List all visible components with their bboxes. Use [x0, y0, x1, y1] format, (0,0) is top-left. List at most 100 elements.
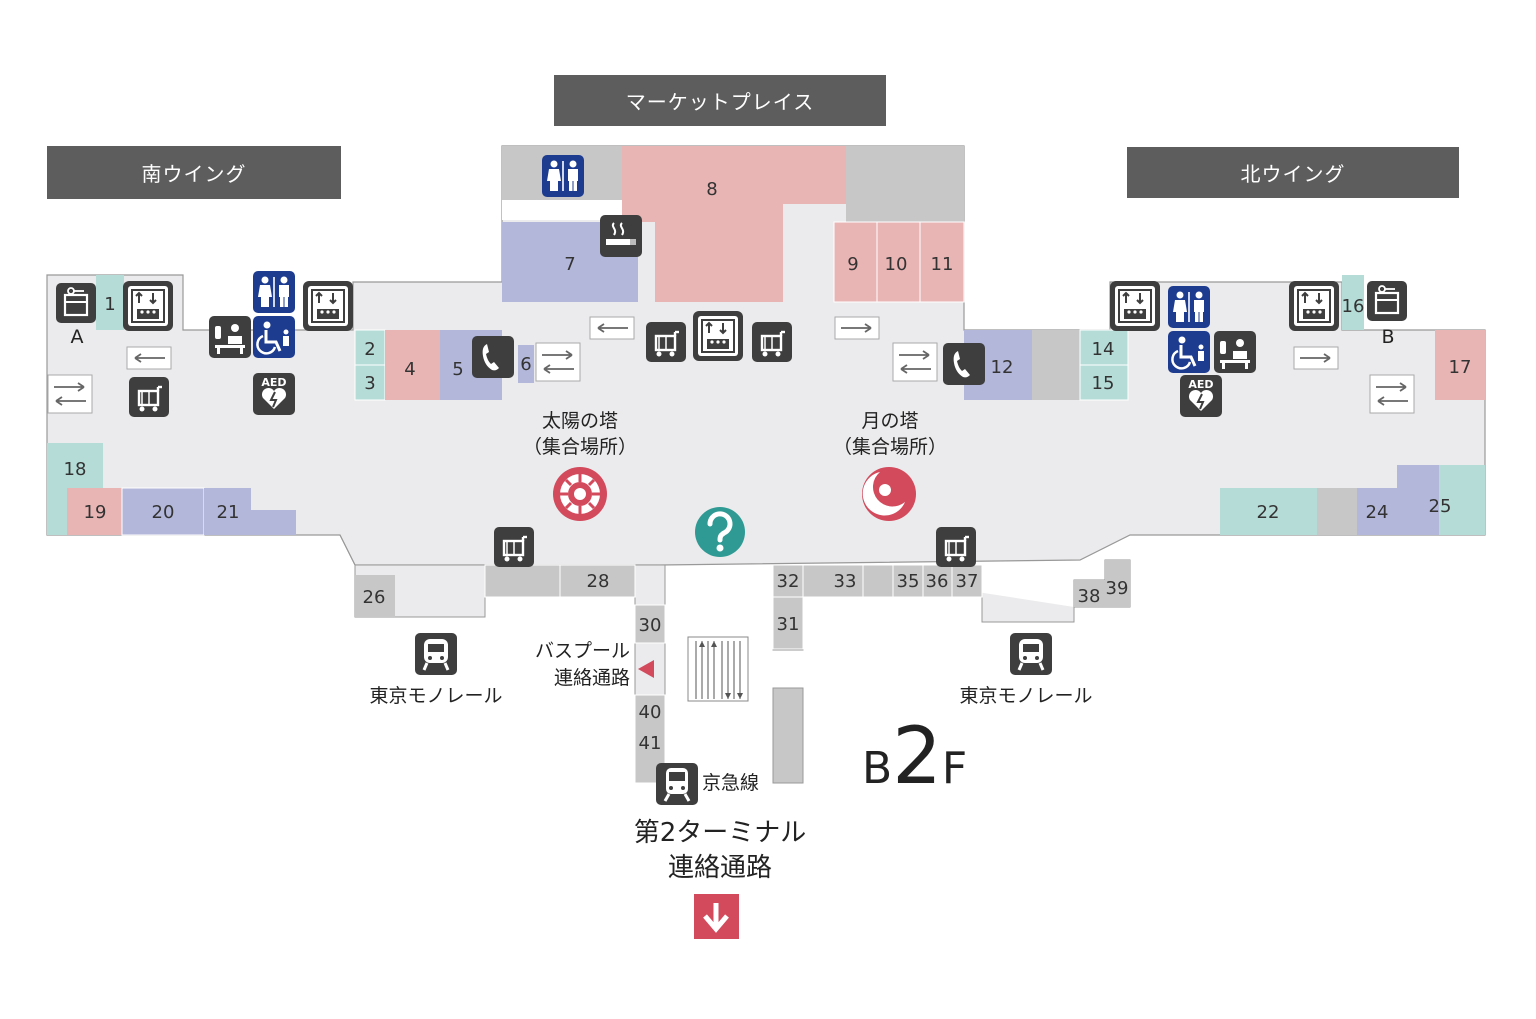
- monorail-left-label: 東京モノレール: [369, 685, 503, 707]
- walkway-arrows: [892, 342, 938, 382]
- marketplace-header: マーケットプレイス: [554, 75, 886, 126]
- locker-icon: [1365, 279, 1409, 323]
- shop-6: 6: [520, 354, 531, 375]
- info-icon: [695, 507, 745, 557]
- shop-10: 10: [885, 254, 908, 275]
- walkway-arrow-right: [834, 316, 880, 340]
- bus-pool-passage-label: 連絡通路: [553, 667, 630, 689]
- moon-tower-sublabel: （集合場所）: [832, 436, 947, 458]
- locker-icon: [54, 281, 98, 325]
- shop-33: 33: [834, 571, 857, 592]
- monorail-right-label: 東京モノレール: [959, 685, 1093, 707]
- shop-20: 20: [152, 502, 175, 523]
- south-wing-header: 南ウイング: [47, 146, 341, 199]
- moon-icon: [862, 467, 916, 521]
- right-passage-lower: [772, 687, 804, 784]
- shop-31: 31: [777, 614, 800, 635]
- down-arrow-icon[interactable]: [694, 894, 739, 939]
- north-wing-header: 北ウイング: [1127, 147, 1459, 198]
- sun-tower-label: 太陽の塔: [541, 410, 618, 432]
- walkway-arrow-right: [1293, 346, 1339, 370]
- shop-36: 36: [926, 571, 949, 592]
- baby-care-icon: [209, 316, 251, 358]
- shop-24: 24: [1366, 502, 1389, 523]
- shop-4: 4: [404, 359, 415, 380]
- shop-14: 14: [1092, 339, 1115, 360]
- shop-28: 28: [587, 571, 610, 592]
- cart-icon: [127, 375, 171, 419]
- elevator-icon: [692, 310, 744, 362]
- shop-32: 32: [777, 571, 800, 592]
- monorail-icon: [413, 631, 459, 677]
- sun-tower-sublabel: （集合場所）: [522, 436, 637, 458]
- bus-pool-label: バスプール: [534, 640, 630, 662]
- cart-icon: [934, 525, 978, 569]
- shop-30: 30: [639, 615, 662, 636]
- shop-26: 26: [363, 587, 386, 608]
- moon-tower-label: 月の塔: [861, 410, 919, 432]
- restroom-icon: [541, 154, 585, 198]
- cart-icon: [750, 320, 794, 364]
- phone-icon: [472, 336, 514, 378]
- shop-22: 22: [1257, 502, 1280, 523]
- shop-8: 8: [706, 179, 717, 200]
- shop-9: 9: [847, 254, 858, 275]
- floor-suffix: F: [941, 743, 968, 794]
- shop-7: 7: [564, 254, 575, 275]
- escalator: [687, 636, 749, 702]
- train-icon: [654, 761, 700, 807]
- terminal2-label: 第2ターミナル: [633, 818, 807, 848]
- elevator-icon: [1109, 280, 1161, 332]
- restroom-icon: [252, 270, 296, 314]
- bus-pool-direction-icon: [638, 660, 654, 678]
- shop-number-labels: 1 2 3 4 5 6 7 8 9 10 11 12 14 15 16 17 1…: [64, 179, 1472, 754]
- phone-icon: [943, 343, 985, 385]
- shop-15: 15: [1092, 373, 1115, 394]
- elevator-icon: [122, 280, 174, 332]
- shop-18: 18: [64, 459, 87, 480]
- shop-11: 11: [931, 254, 954, 275]
- shop-35: 35: [897, 571, 920, 592]
- accessible-restroom-icon: [251, 314, 297, 360]
- elevator-icon: [1288, 280, 1340, 332]
- restroom-icon: [1167, 285, 1211, 329]
- elevator-icon: [302, 280, 354, 332]
- walkway-arrows: [47, 374, 93, 414]
- corridor: [502, 200, 622, 220]
- floor-indicator: B2F: [862, 712, 967, 802]
- walkway-arrows: [535, 342, 581, 382]
- shop-39: 39: [1106, 578, 1129, 599]
- aed-icon: [1179, 374, 1223, 418]
- shop-5: 5: [452, 359, 463, 380]
- terminal2-passage-label: 連絡通路: [667, 853, 772, 883]
- shop-38: 38: [1078, 586, 1101, 607]
- keikyu-line-label: 京急線: [702, 772, 760, 794]
- walkway-arrow-left: [126, 346, 172, 370]
- shop-19: 19: [84, 502, 107, 523]
- shop-12: 12: [991, 357, 1014, 378]
- locker-a-label: A: [70, 326, 84, 348]
- shop-16: 16: [1342, 296, 1365, 317]
- shop-21: 21: [217, 502, 240, 523]
- shop-3: 3: [364, 373, 375, 394]
- locker-b-label: B: [1381, 326, 1395, 348]
- walkway-arrows: [1369, 374, 1415, 414]
- shop-25: 25: [1429, 496, 1452, 517]
- shop-2: 2: [364, 339, 375, 360]
- walkway-arrow-left: [589, 316, 635, 340]
- shop-37: 37: [956, 571, 979, 592]
- shop-17: 17: [1449, 357, 1472, 378]
- aed-icon: [252, 372, 296, 416]
- baby-care-icon: [1214, 331, 1256, 373]
- accessible-restroom-icon: [1166, 329, 1212, 375]
- shop-1: 1: [104, 294, 115, 315]
- floor-number: 2: [892, 712, 942, 802]
- smoking-icon: [599, 214, 643, 258]
- shop-41: 41: [639, 733, 662, 754]
- cart-icon: [644, 320, 688, 364]
- shop-blocks: [47, 146, 1485, 784]
- sun-icon: [553, 467, 607, 521]
- shop-40: 40: [639, 702, 662, 723]
- cart-icon: [492, 525, 536, 569]
